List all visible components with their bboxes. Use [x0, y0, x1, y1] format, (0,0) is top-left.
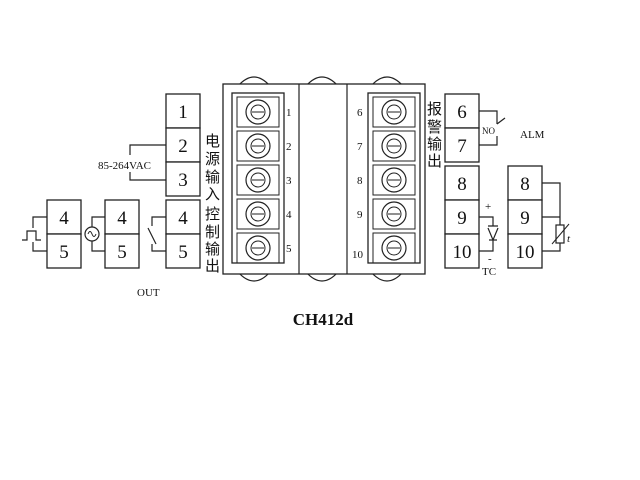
pulse-icon [22, 230, 41, 241]
current-source-icon [84, 226, 100, 242]
terminal-4: 4 [178, 208, 188, 229]
device-pin-6: 6 [357, 107, 363, 119]
tc-label: TC [482, 266, 496, 278]
thermocouple-wiring: + - TC [479, 201, 499, 278]
no-contact-label: NO [482, 126, 495, 136]
left-terminal-strip: 1 2 3 4 5 [165, 93, 201, 269]
power-input-wiring: 85-264VAC [98, 144, 166, 181]
terminal-8: 8 [457, 174, 467, 195]
ssr-terminal-5: 5 [59, 242, 69, 263]
svg-text:输: 输 [205, 241, 220, 258]
svg-text:输: 输 [205, 169, 220, 186]
alarm-contact-wiring: NO ALM [479, 110, 545, 146]
power-voltage-label: 85-264VAC [98, 160, 151, 172]
screw-terminal [236, 232, 280, 264]
rtd-symbol: t [567, 233, 571, 245]
svg-text:电: 电 [205, 133, 220, 150]
rtd-input-option: 8 9 10 t [507, 165, 571, 269]
terminal-1: 1 [178, 102, 188, 123]
screw-terminal [236, 164, 280, 196]
relay-output-symbol [147, 216, 166, 252]
terminal-5: 5 [178, 242, 188, 263]
ssr-output-option: 4 5 [22, 199, 82, 269]
svg-text:制: 制 [205, 224, 220, 241]
left-screw-block [231, 92, 285, 264]
device-pin-4: 4 [286, 209, 292, 221]
rtd-terminal-9: 9 [520, 208, 530, 229]
screw-terminal [372, 130, 416, 162]
out-label: OUT [137, 287, 160, 299]
device-pin-2: 2 [286, 141, 292, 153]
tc-minus: - [488, 253, 492, 265]
device-pin-7: 7 [357, 141, 363, 153]
terminal-6: 6 [457, 102, 467, 123]
terminal-2: 2 [178, 136, 188, 157]
device-pin-5: 5 [286, 243, 292, 255]
svg-text:出: 出 [205, 258, 220, 275]
terminal-9: 9 [457, 208, 467, 229]
screw-terminal [236, 130, 280, 162]
model-label: CH412d [293, 310, 354, 329]
right-screw-block [367, 92, 421, 264]
svg-text:出: 出 [427, 153, 442, 170]
svg-text:输: 输 [427, 136, 442, 153]
device-pin-1: 1 [286, 107, 292, 119]
svg-text:源: 源 [205, 151, 220, 168]
power-input-label: 电 源 输 入 [205, 133, 220, 203]
rtd-terminal-10: 10 [516, 242, 535, 263]
control-output-label: 控 制 输 出 [205, 206, 220, 275]
rtd-resistor-icon [555, 224, 565, 244]
current-terminal-5: 5 [117, 242, 127, 263]
screw-terminal [372, 232, 416, 264]
rtd-terminal-8: 8 [520, 174, 530, 195]
svg-text:控: 控 [205, 206, 220, 223]
screw-terminal [236, 96, 280, 128]
terminal-3: 3 [178, 170, 188, 191]
device-pin-8: 8 [357, 175, 363, 187]
tc-plus: + [485, 201, 491, 213]
device-pin-9: 9 [357, 209, 363, 221]
svg-text:警: 警 [427, 119, 442, 136]
terminal-10: 10 [453, 242, 472, 263]
alarm-output-label: 报 警 输 出 [427, 101, 442, 170]
device-pin-3: 3 [286, 175, 292, 187]
alarm-label: ALM [520, 129, 545, 141]
terminal-7: 7 [457, 136, 467, 157]
screw-terminal [372, 198, 416, 230]
current-output-option: 4 5 [84, 199, 140, 269]
right-terminal-strip: 6 7 8 9 10 [444, 93, 480, 269]
current-terminal-4: 4 [117, 208, 127, 229]
screw-terminal [372, 96, 416, 128]
svg-text:报: 报 [427, 101, 442, 118]
device-pin-10: 10 [352, 249, 364, 261]
ssr-terminal-4: 4 [59, 208, 69, 229]
svg-text:入: 入 [205, 187, 220, 203]
device-body: 1 2 3 4 5 6 7 8 9 10 [222, 76, 426, 282]
screw-terminal [372, 164, 416, 196]
screw-terminal [236, 198, 280, 230]
